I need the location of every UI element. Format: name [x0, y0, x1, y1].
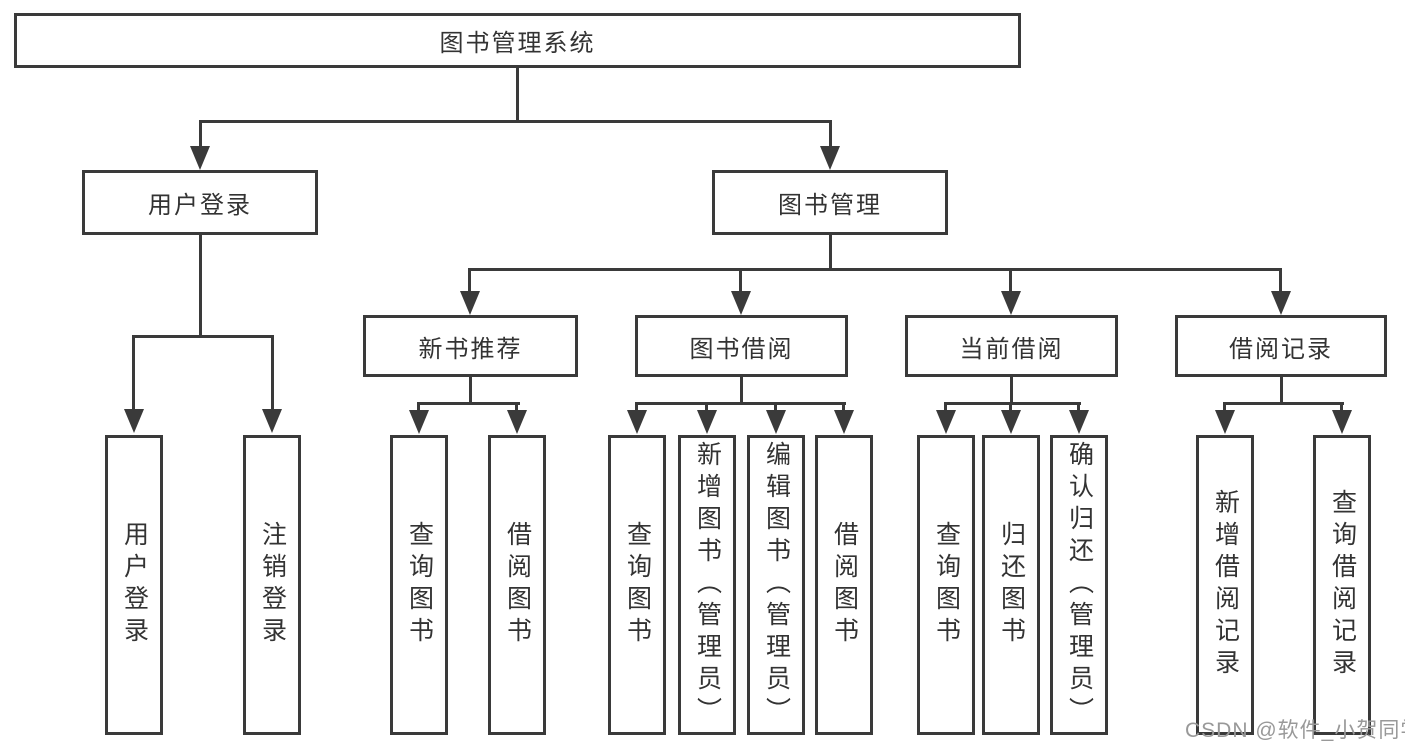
connector-book-mgmt-trunk — [829, 235, 832, 270]
node-book-borrowing: 图书借阅 — [635, 315, 848, 377]
node-borrowing-records: 借阅记录 — [1175, 315, 1387, 377]
connector-stem — [1077, 402, 1080, 412]
node-new-book-recommend-label: 新书推荐 — [418, 335, 523, 363]
connector-root-branch — [199, 120, 832, 123]
node-user-login: 用户登录 — [82, 170, 318, 235]
connector-book-borrow-trunk — [740, 377, 743, 404]
node-book-borrowing-label: 图书借阅 — [689, 335, 794, 363]
connector-stem-user-login — [199, 120, 202, 148]
connector-stem-new-books — [468, 268, 471, 293]
connector-stem-leaf-logout — [271, 335, 274, 411]
connector-stem — [944, 402, 947, 412]
watermark: CSDN @软件_小贺同学 — [1185, 719, 1405, 742]
arrow-down-icon — [1001, 410, 1021, 434]
arrow-down-icon — [409, 410, 429, 434]
node-root: 图书管理系统 — [14, 13, 1021, 68]
arrow-down-icon — [124, 409, 144, 433]
connector-stem — [1340, 402, 1343, 412]
leaf-label: 借阅图书 — [503, 521, 532, 649]
connector-stem-current-borrow — [1009, 268, 1012, 293]
connector-borrow-records-trunk — [1280, 377, 1283, 404]
arrow-down-icon — [627, 410, 647, 434]
connector-current-borrow-branch — [944, 402, 1081, 405]
connector-stem — [635, 402, 638, 412]
connector-book-borrow-branch — [635, 402, 846, 405]
connector-stem-borrow-records — [1279, 268, 1282, 293]
connector-borrow-records-branch — [1223, 402, 1344, 405]
leaf-return-books: 归还图书 — [982, 435, 1040, 735]
arrow-down-icon — [731, 291, 751, 315]
leaf-borrow-books-1: 借阅图书 — [488, 435, 546, 735]
connector-new-books-branch — [417, 402, 520, 405]
arrow-down-icon — [820, 146, 840, 170]
connector-root-trunk — [516, 68, 519, 122]
leaf-logout: 注销登录 — [243, 435, 301, 735]
node-current-borrowing: 当前借阅 — [905, 315, 1118, 377]
connector-stem-book-borrow — [739, 268, 742, 293]
arrow-down-icon — [262, 409, 282, 433]
node-borrowing-records-label: 借阅记录 — [1229, 335, 1333, 363]
node-book-management-label: 图书管理 — [778, 192, 882, 219]
leaf-label: 查询图书 — [405, 521, 434, 649]
arrow-down-icon — [766, 410, 786, 434]
connector-stem — [774, 402, 777, 412]
connector-current-borrow-trunk — [1010, 377, 1013, 404]
leaf-query-borrow-record: 查询借阅记录 — [1313, 435, 1371, 735]
leaf-add-borrow-record: 新增借阅记录 — [1196, 435, 1254, 735]
arrow-down-icon — [936, 410, 956, 434]
leaf-query-books-3: 查询图书 — [917, 435, 975, 735]
arrow-down-icon — [460, 291, 480, 315]
connector-stem — [1009, 402, 1012, 412]
connector-stem — [417, 402, 420, 412]
arrow-down-icon — [1215, 410, 1235, 434]
leaf-query-books-2: 查询图书 — [608, 435, 666, 735]
leaf-label: 查询图书 — [623, 521, 652, 649]
arrow-down-icon — [697, 410, 717, 434]
connector-stem-book-mgmt — [829, 120, 832, 148]
connector-user-login-branch — [132, 335, 274, 338]
leaf-label: 确认归还（管理员） — [1065, 441, 1094, 729]
arrow-down-icon — [507, 410, 527, 434]
connector-stem — [515, 402, 518, 412]
leaf-label: 注销登录 — [258, 521, 287, 649]
node-current-borrowing-label: 当前借阅 — [959, 335, 1064, 363]
node-user-login-label: 用户登录 — [148, 192, 252, 219]
arrow-down-icon — [834, 410, 854, 434]
connector-user-login-trunk — [199, 235, 202, 337]
arrow-down-icon — [1069, 410, 1089, 434]
node-new-book-recommend: 新书推荐 — [363, 315, 578, 377]
leaf-edit-books-admin: 编辑图书（管理员） — [747, 435, 805, 735]
node-root-label: 图书管理系统 — [439, 30, 596, 57]
node-book-management: 图书管理 — [712, 170, 948, 235]
connector-stem — [842, 402, 845, 412]
arrow-down-icon — [1001, 291, 1021, 315]
leaf-label: 编辑图书（管理员） — [762, 441, 791, 729]
leaf-borrow-books-2: 借阅图书 — [815, 435, 873, 735]
leaf-user-login: 用户登录 — [105, 435, 163, 735]
leaf-label: 借阅图书 — [830, 521, 859, 649]
leaf-label: 归还图书 — [997, 521, 1026, 649]
arrow-down-icon — [1271, 291, 1291, 315]
leaf-query-books-1: 查询图书 — [390, 435, 448, 735]
arrow-down-icon — [1332, 410, 1352, 434]
connector-book-mgmt-branch — [468, 268, 1282, 271]
connector-new-books-trunk — [469, 377, 472, 404]
leaf-confirm-return-admin: 确认归还（管理员） — [1050, 435, 1108, 735]
connector-stem — [1223, 402, 1226, 412]
connector-stem-leaf-user-login — [132, 335, 135, 411]
leaf-label: 新增借阅记录 — [1211, 489, 1240, 681]
leaf-label: 新增图书（管理员） — [693, 441, 722, 729]
leaf-add-books-admin: 新增图书（管理员） — [678, 435, 736, 735]
leaf-label: 查询借阅记录 — [1328, 489, 1357, 681]
leaf-label: 用户登录 — [120, 521, 149, 649]
arrow-down-icon — [190, 146, 210, 170]
connector-stem — [705, 402, 708, 412]
leaf-label: 查询图书 — [932, 521, 961, 649]
